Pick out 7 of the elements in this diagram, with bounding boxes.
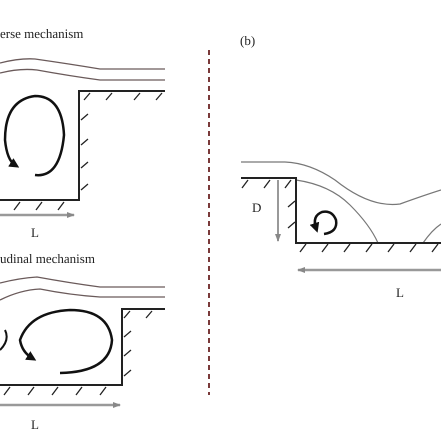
dimension-label: D (252, 201, 262, 214)
dimension-label: L (31, 418, 39, 431)
panel-title: udinal mechanism (0, 252, 95, 265)
dimension-label: L (31, 226, 39, 239)
dimension-label: (b) (240, 34, 256, 47)
panel-title: erse mechanism (0, 27, 84, 40)
dimension-label: L (396, 286, 404, 299)
